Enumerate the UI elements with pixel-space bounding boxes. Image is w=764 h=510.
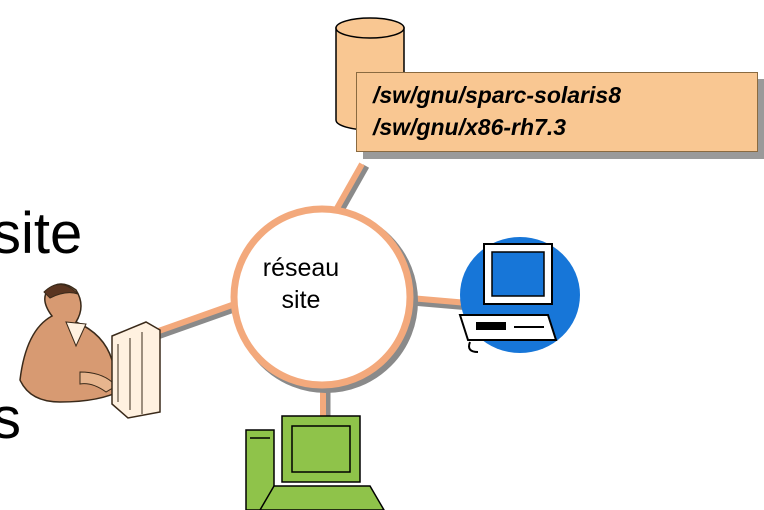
partial-text-site: site [0,201,83,266]
desktop-computer-icon [458,237,580,353]
person-at-computer-icon [19,283,161,419]
hub-label: réseau site [236,252,366,316]
network-hub [230,205,418,393]
path-x86-rh: /sw/gnu/x86-rh7.3 [373,114,567,140]
hub-label-line1: réseau [262,254,340,282]
hub-label-line2: site [281,286,321,314]
partial-text-s: s [0,386,21,451]
software-path-box: /sw/gnu/sparc-solaris8 /sw/gnu/x86-rh7.3 [356,72,758,152]
path-sparc-solaris: /sw/gnu/sparc-solaris8 [373,82,621,108]
workstation-icon [245,415,385,510]
network-links [151,162,471,420]
